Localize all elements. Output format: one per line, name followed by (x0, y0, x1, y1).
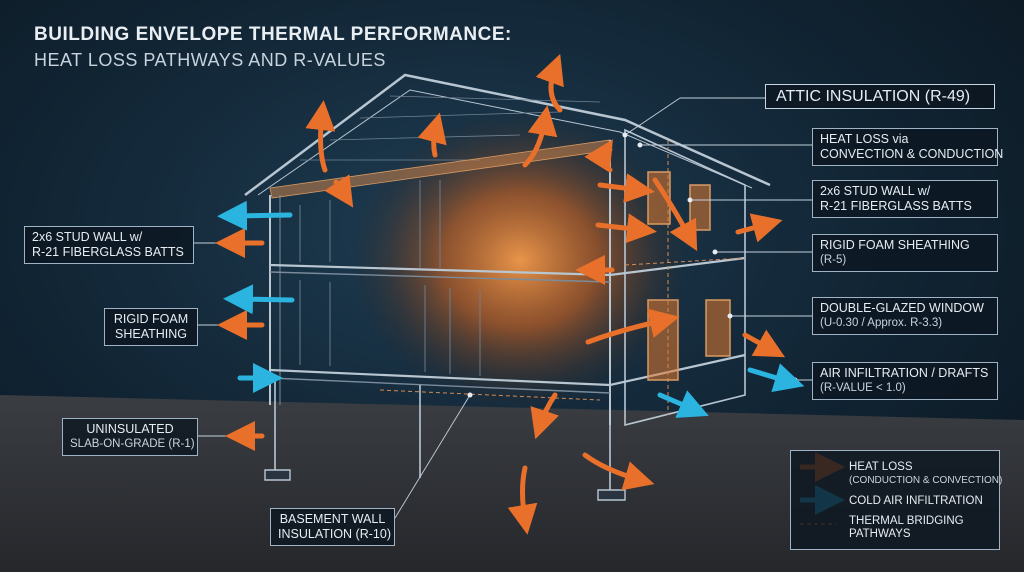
footing (264, 469, 626, 501)
callout-foam-left-l2: SHEATHING (115, 327, 187, 341)
callout-heat-loss-l1: HEAT LOSS via (820, 132, 909, 146)
diagram-title: BUILDING ENVELOPE THERMAL PERFORMANCE: (34, 24, 512, 45)
callout-slab-l2: SLAB-ON-GRADE (R-1) (70, 438, 195, 450)
callout-heat-loss-l2: CONVECTION & CONDUCTION (820, 147, 1004, 161)
ground-floor-slab (269, 353, 746, 387)
heat-loss-arrows (215, 53, 786, 535)
callout-stud-right-l2: R-21 FIBERGLASS BATTS (820, 199, 972, 213)
callout-stud-left-l2: R-21 FIBERGLASS BATTS (32, 245, 184, 259)
callout-attic-insulation: ATTIC INSULATION (R-49) (765, 84, 995, 109)
callout-air-infiltration: AIR INFILTRATION / DRAFTS (R-VALUE < 1.0… (812, 362, 998, 400)
legend-bridging-l1: THERMAL BRIDGING (849, 515, 964, 527)
roof (244, 73, 771, 196)
callout-double-glazed-window: DOUBLE-GLAZED WINDOW (U-0.30 / Approx. R… (812, 297, 998, 335)
interior-studs (299, 180, 481, 376)
callout-air-l1: AIR INFILTRATION / DRAFTS (820, 366, 989, 380)
callout-heat-loss: HEAT LOSS via CONVECTION & CONDUCTION (812, 128, 1004, 166)
legend-heat-loss-sub: (CONDUCTION & CONVECTION) (849, 475, 1003, 486)
callout-uninsulated-slab: UNINSULATED SLAB-ON-GRADE (R-1) (62, 418, 198, 456)
callout-basement-l1: BASEMENT WALL (279, 512, 386, 526)
callout-attic-text: ATTIC INSULATION (R-49) (776, 88, 971, 105)
right-wall (624, 128, 746, 427)
cold-air-arrows (217, 200, 805, 418)
callout-stud-wall-left: 2x6 STUD WALL w/ R-21 FIBERGLASS BATTS (24, 226, 194, 264)
callout-basement-l2: INSULATION (R-10) (278, 527, 391, 541)
callout-foam-left-l1: RIGID FOAM (113, 312, 189, 326)
callout-window-l2: (U-0.30 / Approx. R-3.3) (820, 317, 943, 329)
callout-window-l1: DOUBLE-GLAZED WINDOW (820, 301, 984, 315)
ground (0, 395, 1024, 572)
callout-slab-l1: UNINSULATED (86, 422, 174, 436)
callout-foam-right-l1: RIGID FOAM SHEATHING (820, 238, 970, 252)
callout-rigid-foam-right: RIGID FOAM SHEATHING (R-5) (812, 234, 998, 272)
diagram-subtitle: HEAT LOSS PATHWAYS AND R-VALUES (34, 50, 386, 70)
leader-lines (193, 97, 812, 519)
legend: HEAT LOSS (CONDUCTION & CONVECTION) COLD… (790, 450, 1003, 550)
callout-foam-right-l2: (R-5) (820, 254, 847, 266)
legend-bridging-l2: PATHWAYS (849, 528, 911, 540)
callout-stud-wall-right: 2x6 STUD WALL w/ R-21 FIBERGLASS BATTS (812, 180, 998, 218)
callout-stud-left-l1: 2x6 STUD WALL w/ (32, 230, 143, 244)
callout-basement-wall: BASEMENT WALL INSULATION (R-10) (270, 508, 395, 546)
callout-stud-right-l1: 2x6 STUD WALL w/ (820, 184, 931, 198)
callout-air-l2: (R-VALUE < 1.0) (820, 382, 906, 394)
basement-walls (274, 380, 611, 490)
callout-rigid-foam-left: RIGID FOAM SHEATHING (104, 308, 198, 346)
upper-floor-slab (269, 256, 746, 277)
legend-heat-loss-label: HEAT LOSS (849, 461, 913, 473)
legend-cold-air-label: COLD AIR INFILTRATION (849, 495, 983, 507)
